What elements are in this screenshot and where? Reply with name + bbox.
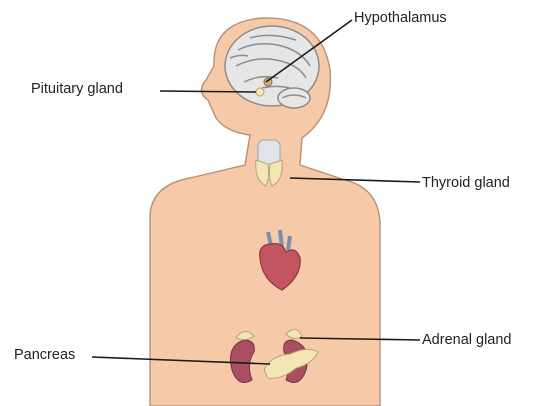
label-adrenal-gland: Adrenal gland	[422, 333, 512, 348]
pituitary-gland	[256, 88, 264, 96]
label-pancreas: Pancreas	[14, 348, 75, 363]
label-hypothalamus: Hypothalamus	[354, 11, 447, 26]
pituitary-leader	[160, 91, 256, 92]
label-pituitary-gland: Pituitary gland	[31, 82, 123, 97]
label-thyroid-gland: Thyroid gland	[422, 176, 510, 191]
thyroid-gland	[256, 140, 283, 186]
